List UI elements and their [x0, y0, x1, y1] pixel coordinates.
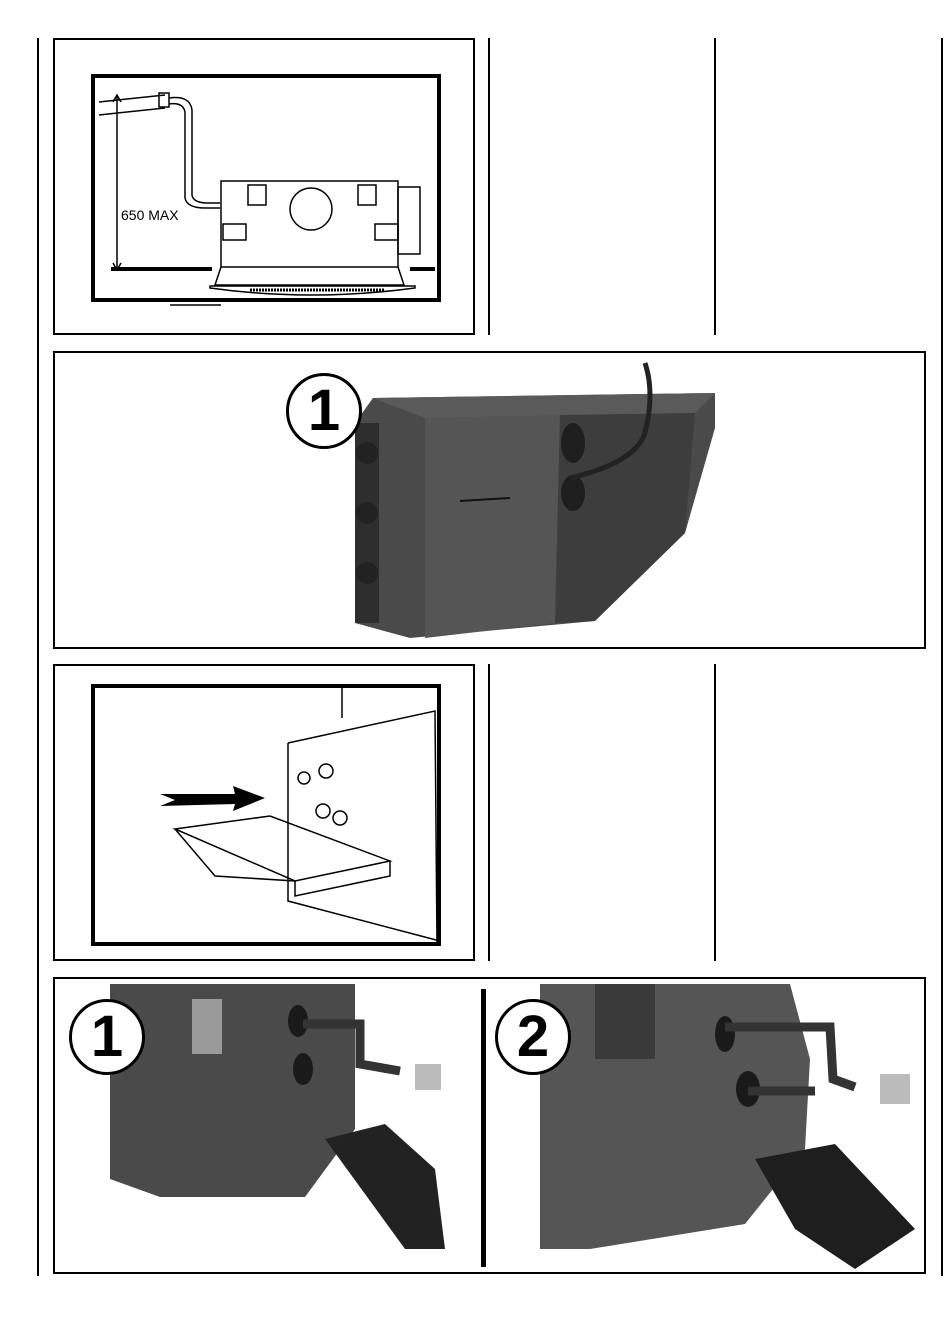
- figure-1-frame: 650 MAX: [53, 38, 475, 335]
- right-margin-line: [941, 38, 943, 1276]
- figure-3-frame: [53, 664, 475, 961]
- column-line: [488, 664, 490, 961]
- figure-1-diagram: [91, 74, 441, 302]
- step-number-badge-2: 2: [495, 999, 571, 1075]
- step-number-badge-1: 1: [69, 999, 145, 1075]
- pipe-connection-photos: [110, 984, 915, 1269]
- step-number-badge: 1: [286, 373, 362, 449]
- dimension-label: 650 MAX: [121, 207, 179, 223]
- column-line: [488, 38, 490, 335]
- figure-3-diagram: [91, 684, 441, 946]
- left-margin-line: [37, 38, 39, 1276]
- figure-2-frame: 1: [53, 351, 926, 649]
- figure-4-frame: 1 2: [53, 977, 926, 1274]
- ceiling-unit-drawing: [98, 92, 435, 306]
- unit-photo: [355, 362, 715, 638]
- column-line: [714, 664, 716, 961]
- column-line: [714, 38, 716, 335]
- bracket-install-drawing: [160, 688, 441, 945]
